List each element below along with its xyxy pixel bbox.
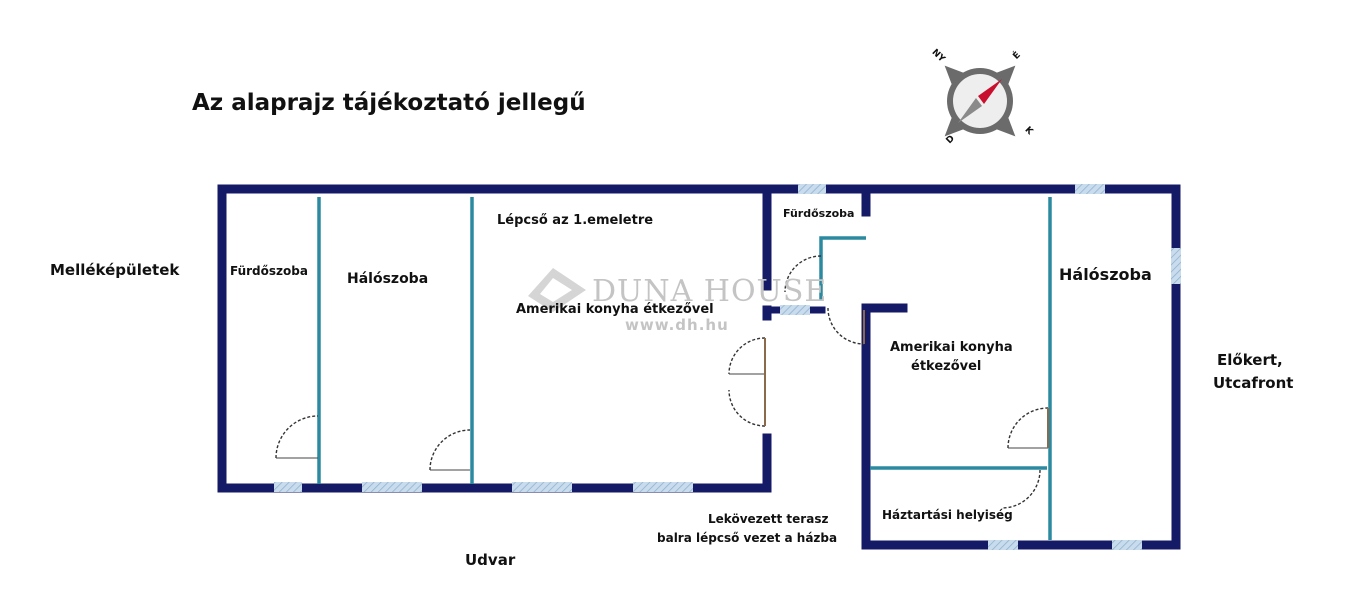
room-bathroom-middle: Fürdőszoba — [783, 207, 855, 220]
label-side-building: Melléképületek — [50, 261, 180, 279]
door-swings — [275, 255, 1049, 509]
watermark-brand: DUNA HOUSE — [592, 274, 828, 309]
room-kitchen-right-line2: étkezővel — [911, 359, 982, 374]
room-bathroom-left: Fürdőszoba — [230, 264, 308, 278]
room-kitchen-left: Amerikai konyha étkezővel — [516, 302, 714, 317]
label-terrace-line2: balra lépcső vezet a házba — [657, 531, 838, 545]
watermark-logo — [528, 268, 586, 312]
room-utility: Háztartási helyiség — [882, 508, 1013, 522]
watermark-url: www.dh.hu — [625, 316, 729, 334]
label-terrace-line1: Lekövezett terasz — [708, 512, 829, 526]
room-kitchen-right-line1: Amerikai konyha — [890, 340, 1013, 355]
partition-walls — [317, 197, 1052, 540]
windows — [274, 184, 1181, 550]
page-title: Az alaprajz tájékoztató jellegű — [192, 90, 586, 116]
room-stairs: Lépcső az 1.emeletre — [497, 213, 654, 228]
label-front-line1: Előkert, — [1217, 351, 1283, 369]
left-building-walls — [217, 184, 772, 493]
label-yard: Udvar — [465, 551, 516, 569]
room-bedroom-left: Hálószoba — [347, 271, 429, 287]
room-bedroom-right: Hálószoba — [1059, 265, 1152, 284]
label-front-line2: Utcafront — [1213, 374, 1294, 392]
door-leaves — [764, 310, 1049, 448]
compass-icon — [944, 65, 1016, 137]
